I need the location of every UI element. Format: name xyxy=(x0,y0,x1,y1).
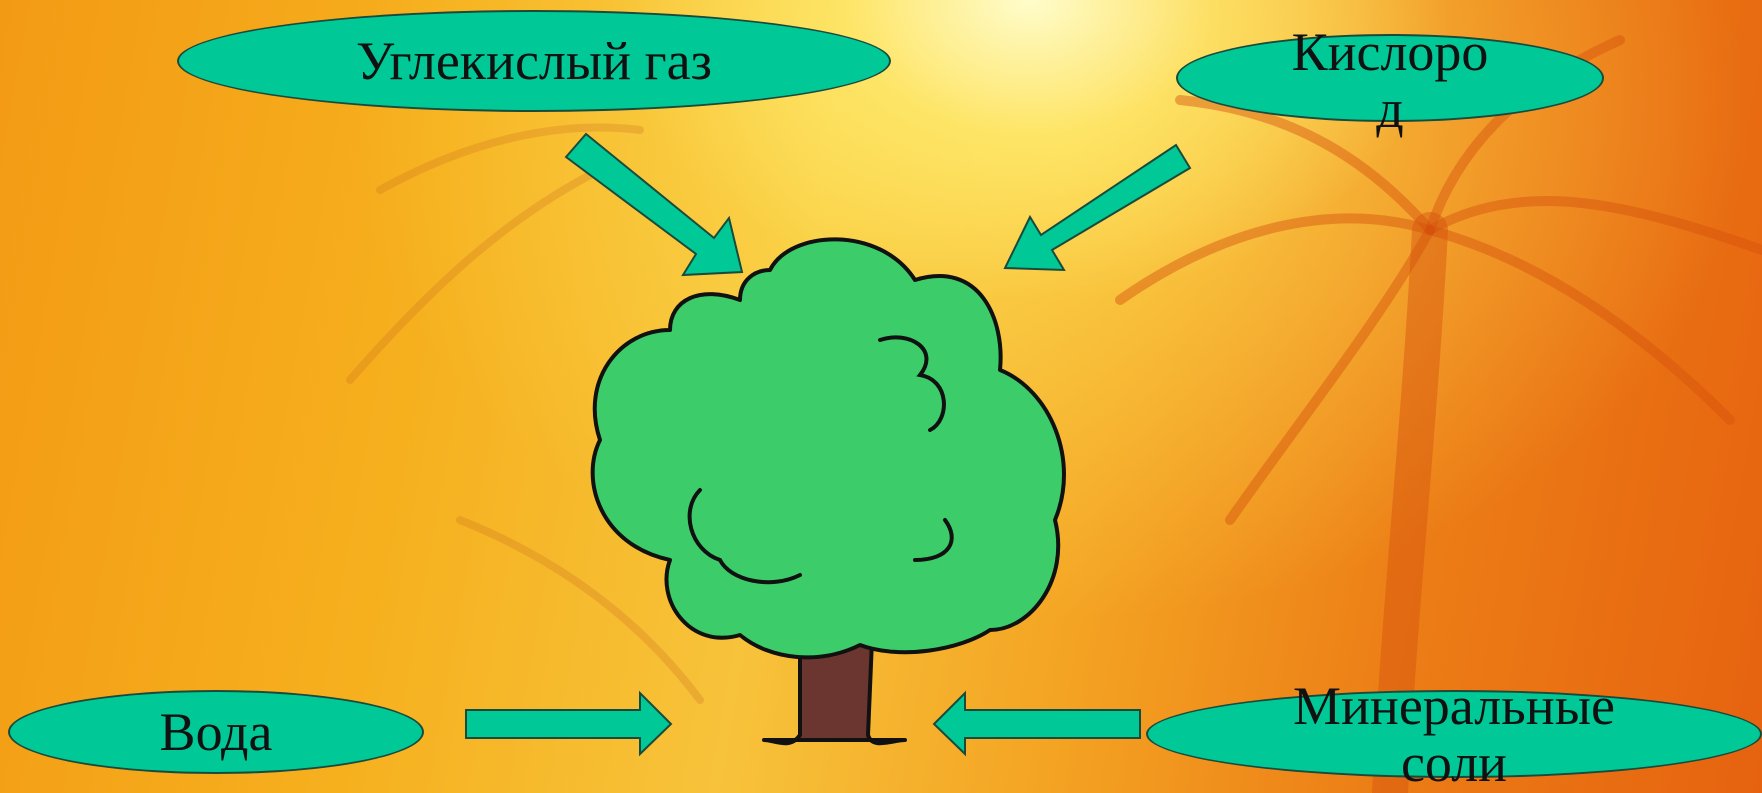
node-water: Вода xyxy=(8,690,424,774)
node-label-mineral-salts: Минеральные соли xyxy=(1293,676,1615,793)
node-carbon-dioxide: Углекислый газ xyxy=(177,10,891,112)
node-mineral-salts: Минеральные соли xyxy=(1146,678,1762,791)
arrow-water-to-tree xyxy=(465,690,673,757)
tree-icon xyxy=(590,237,1066,746)
arrow-minerals-to-tree xyxy=(932,690,1141,757)
node-label-carbon-dioxide: Углекислый газ xyxy=(356,30,712,91)
node-oxygen: Кислоро д xyxy=(1176,24,1604,137)
node-label-oxygen: Кислоро д xyxy=(1291,22,1489,139)
arrow-co2-to-tree xyxy=(564,132,744,277)
arrow-oxygen-from-tree xyxy=(1003,143,1192,272)
node-label-water: Вода xyxy=(159,701,273,762)
